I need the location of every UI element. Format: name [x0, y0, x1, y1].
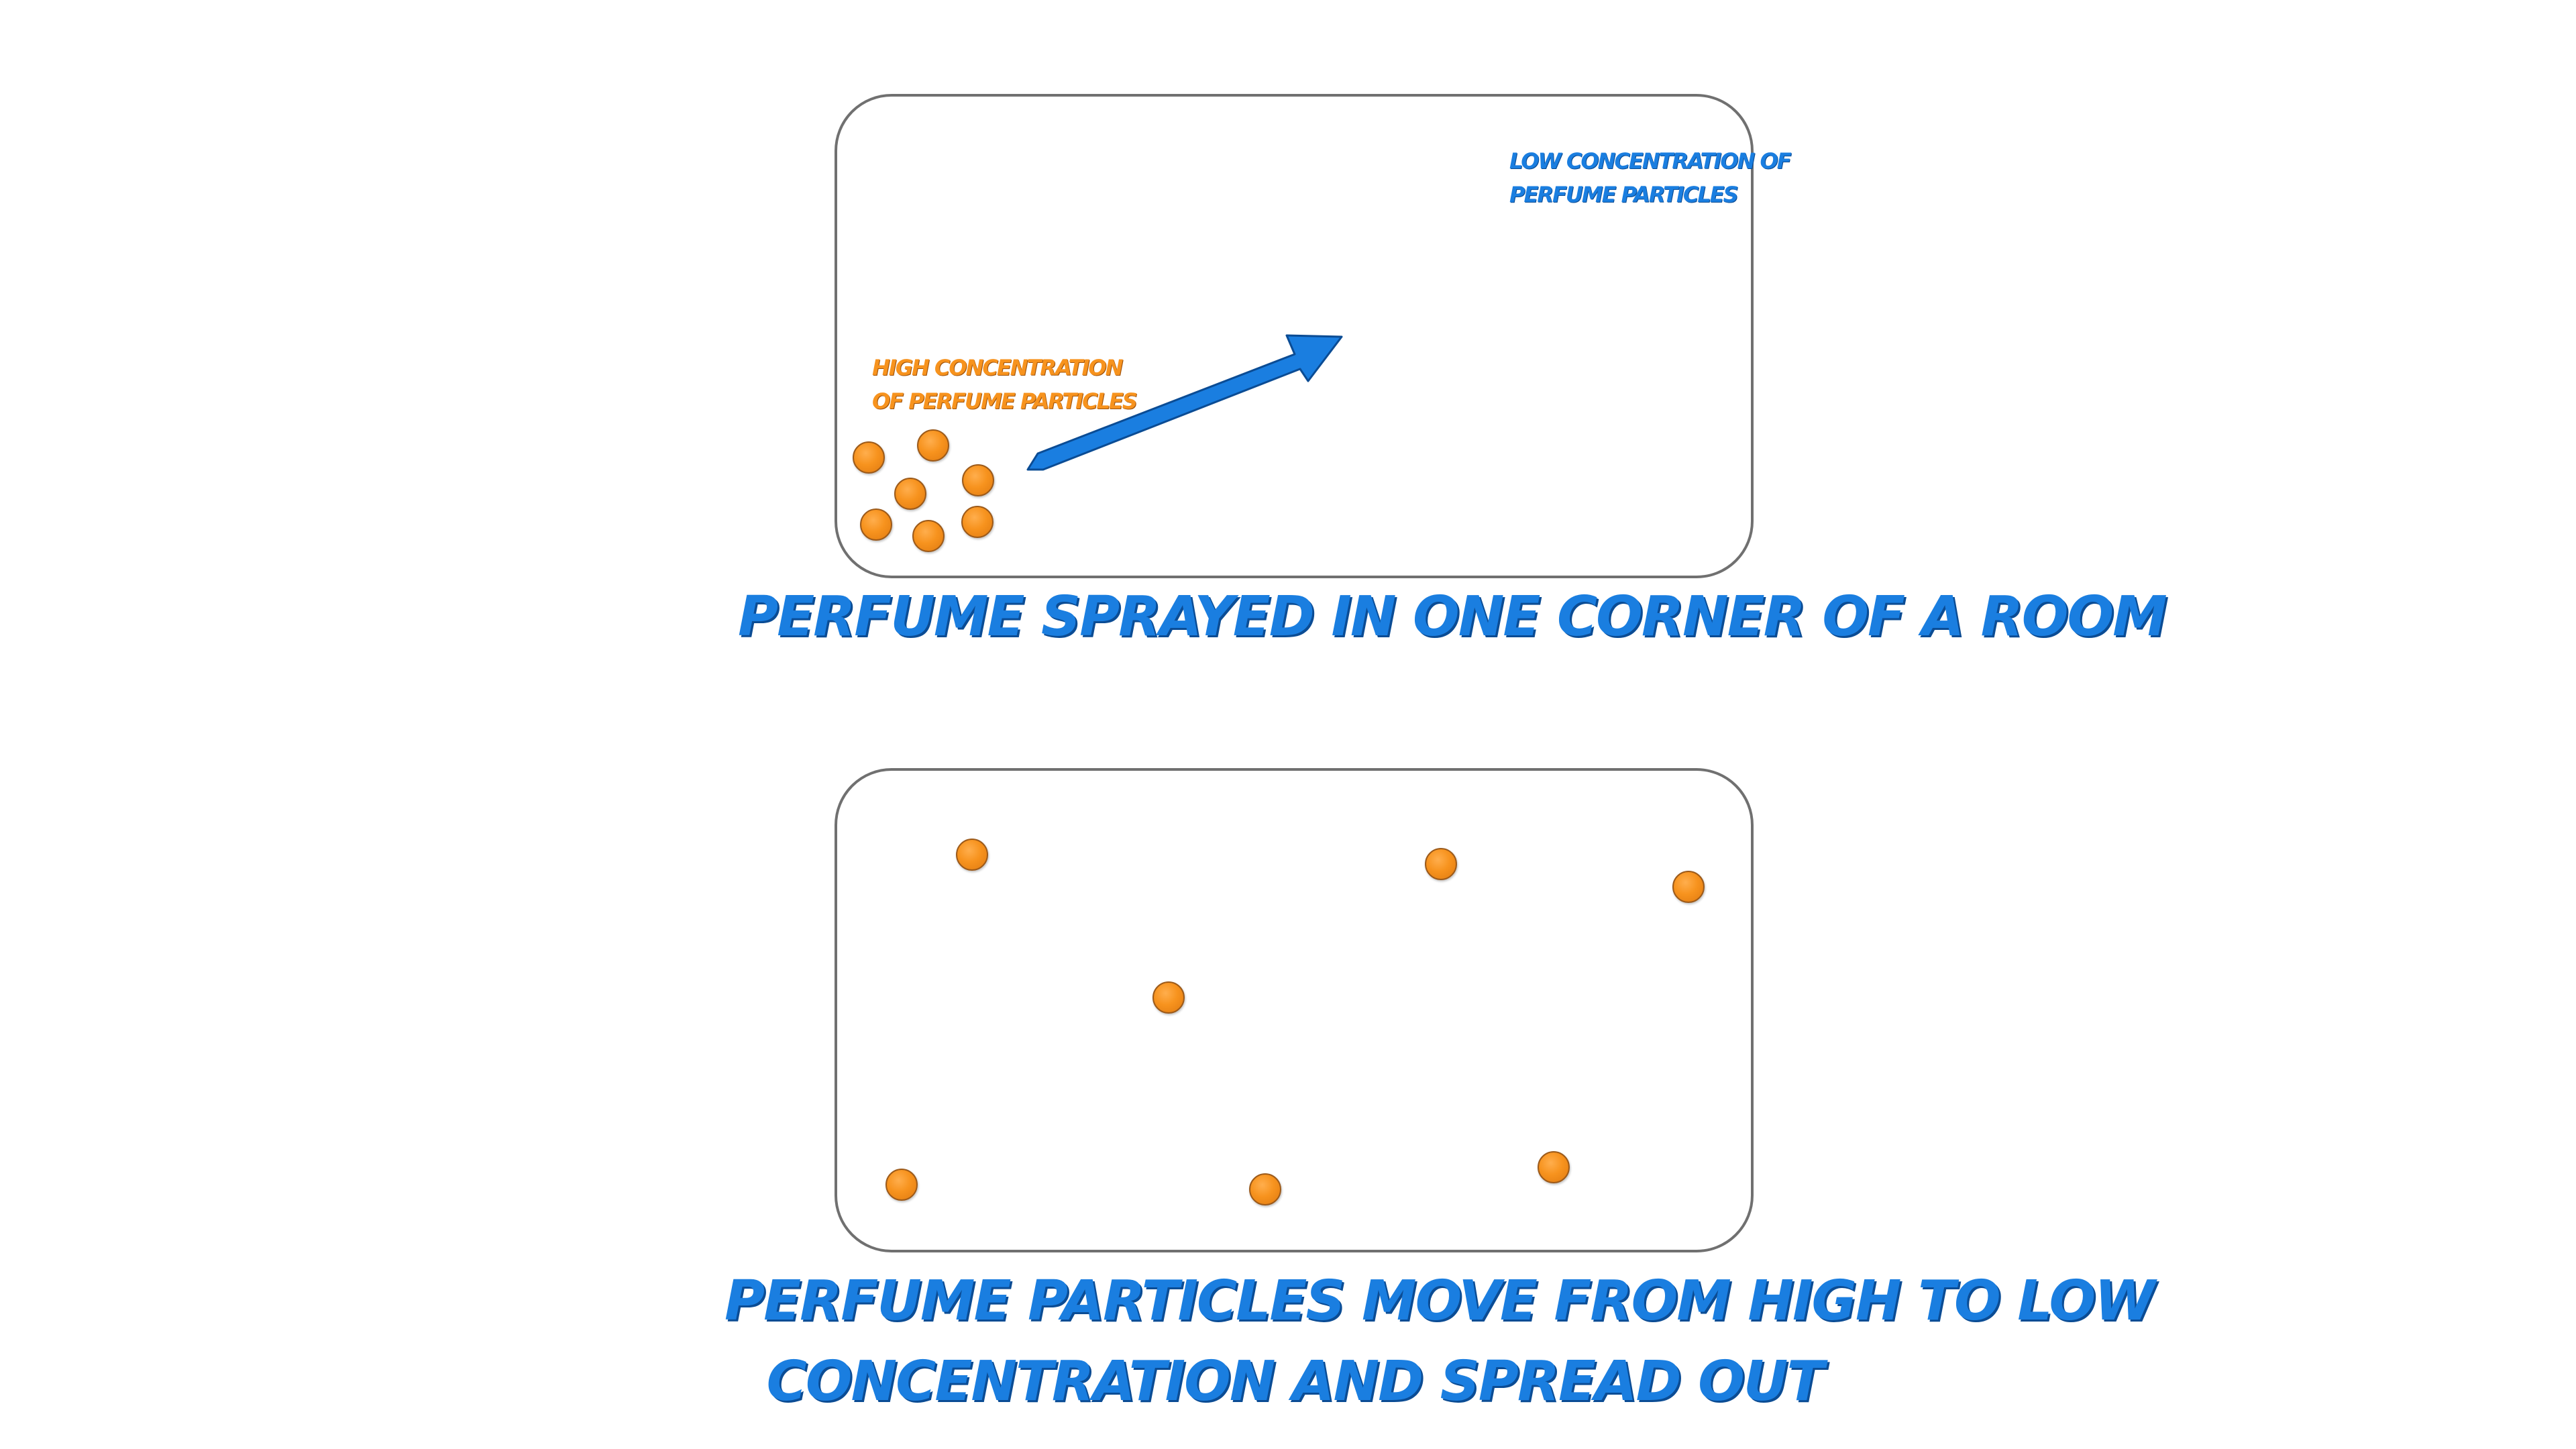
particle-top-5: [860, 508, 892, 541]
low-concentration-label: Low concentration of perfume particles: [1509, 148, 1792, 207]
particle-bottom-5: [885, 1169, 918, 1201]
particle-top-3: [894, 478, 926, 510]
particle-top-2: [917, 429, 949, 462]
particle-bottom-7: [1538, 1151, 1570, 1183]
high-concentration-label: High concentration of perfume particles: [872, 355, 1138, 414]
particle-bottom-1: [956, 839, 988, 871]
room-bottom-panel: [835, 768, 1754, 1252]
particle-bottom-6: [1249, 1173, 1281, 1205]
particle-bottom-2: [1425, 848, 1457, 880]
particle-top-4: [962, 464, 994, 496]
top-caption: Perfume sprayed in one corner of a room: [738, 585, 2167, 649]
particle-top-1: [853, 441, 885, 474]
particle-bottom-4: [1152, 981, 1185, 1014]
particle-top-6: [912, 520, 945, 552]
bottom-caption: Perfume particles move from high to low …: [724, 1269, 2155, 1413]
particle-bottom-3: [1672, 871, 1705, 903]
particle-top-7: [961, 506, 994, 538]
